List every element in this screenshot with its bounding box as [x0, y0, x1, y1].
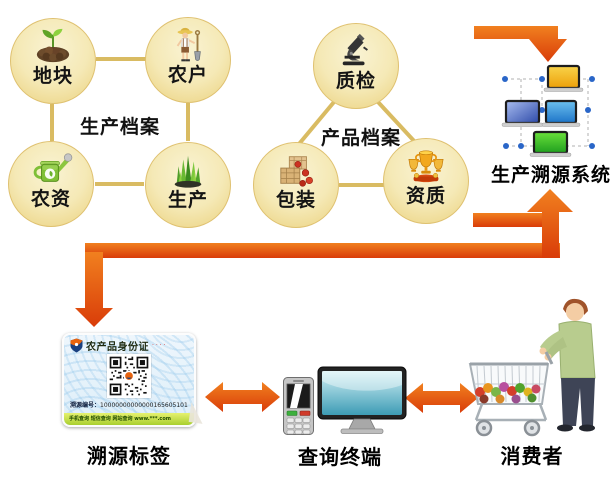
farmer-icon: [176, 27, 201, 62]
product-archive-title: 产品档案: [320, 127, 401, 149]
flow-arrow-label-terminal: [205, 382, 280, 412]
production-archive-title: 生产档案: [79, 116, 160, 138]
trophy-icon: [408, 150, 444, 183]
trace-label-caption: 溯源标签: [87, 444, 171, 468]
trace-code-line: 溯源编号：10000000000000165605101: [64, 398, 194, 409]
cluster-connector-lines: [50, 57, 417, 187]
microscope-icon: [342, 33, 368, 66]
trace-code-value: 10000000000000165605101: [100, 402, 188, 409]
node-label: 农户: [167, 64, 208, 86]
node-agri-supplies: 农资: [8, 141, 94, 227]
network-grid: [501, 64, 595, 157]
package-boxes-icon: [280, 156, 313, 187]
card-page-curl: [188, 402, 206, 424]
trace-card-footer: 手机查询 短信查询 网站查询 www.***.com: [64, 413, 194, 425]
consumer-caption: 消费者: [500, 444, 564, 468]
node-farmer: 农户: [145, 17, 231, 103]
flow-arrows: [75, 26, 573, 413]
node-label: 质检: [335, 70, 376, 92]
node-packaging: 包装: [253, 142, 339, 228]
node-label: 资质: [405, 185, 446, 207]
crops-icon: [174, 155, 202, 188]
node-production: 生产: [145, 142, 231, 228]
node-quality-check: 质检: [313, 23, 399, 109]
mobile-phone-icon: [283, 377, 314, 435]
laptop-icon: [543, 64, 584, 92]
terminal-caption: 查询终端: [298, 445, 382, 469]
node-label: 农资: [30, 188, 71, 210]
node-plot: 地块: [10, 18, 96, 104]
trace-card-title: 农产品身份证: [86, 342, 149, 353]
node-label: 地块: [32, 65, 73, 87]
node-label: 生产: [167, 189, 208, 211]
flow-arrow-up-to-system: [527, 189, 573, 258]
flow-arrow-terminal-consumer: [405, 383, 478, 413]
system-title: 生产溯源系统: [490, 164, 611, 186]
laptop-icon: [501, 99, 544, 127]
trace-code-label: 溯源编号：: [70, 402, 101, 409]
trace-card-title-suffix: · · · ·: [152, 341, 166, 349]
node-label: 包装: [275, 189, 316, 211]
laptop-icon: [541, 99, 581, 127]
qr-code-icon: [107, 354, 151, 398]
shopper-cart-icon: [468, 298, 596, 437]
laptop-icon: [529, 130, 572, 157]
flow-arrow-down-to-label: [75, 252, 113, 327]
shield-logo-icon: [70, 338, 83, 353]
monitor-icon: [317, 366, 407, 434]
node-qualification: 资质: [383, 138, 469, 224]
soil-sprout-icon: [36, 28, 70, 63]
trace-card-header: 农产品身份证 · · · ·: [64, 335, 194, 353]
trace-card: 农产品身份证 · · · ·: [62, 333, 196, 427]
flow-arrow-archives-to-system: [474, 26, 567, 62]
watering-can-icon: [33, 153, 73, 182]
